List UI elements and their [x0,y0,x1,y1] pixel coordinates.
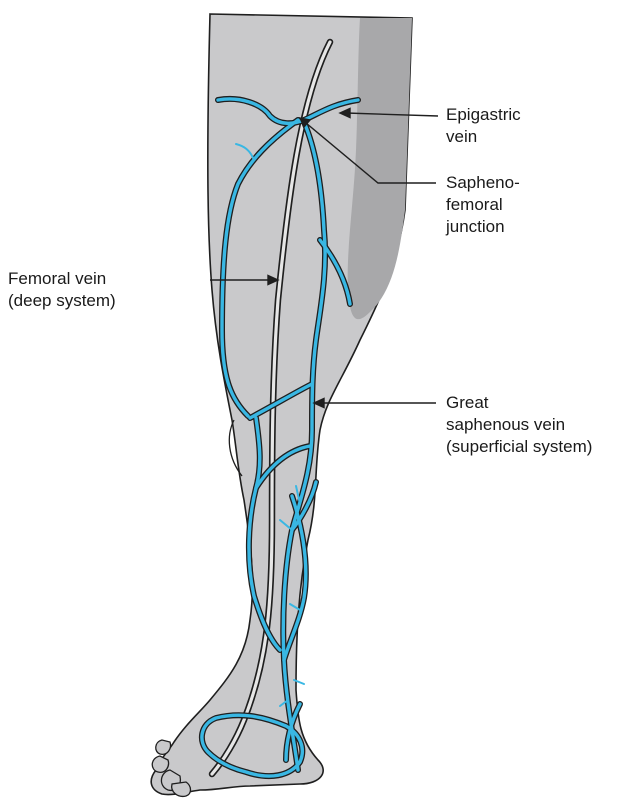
label-great-saphenous-vein: Great saphenous vein (superficial system… [446,392,592,458]
label-saphenofemoral-junction: Sapheno- femoral junction [446,172,520,238]
label-femoral-vein: Femoral vein (deep system) [8,268,116,312]
label-epigastric-vein: Epigastric vein [446,104,521,148]
